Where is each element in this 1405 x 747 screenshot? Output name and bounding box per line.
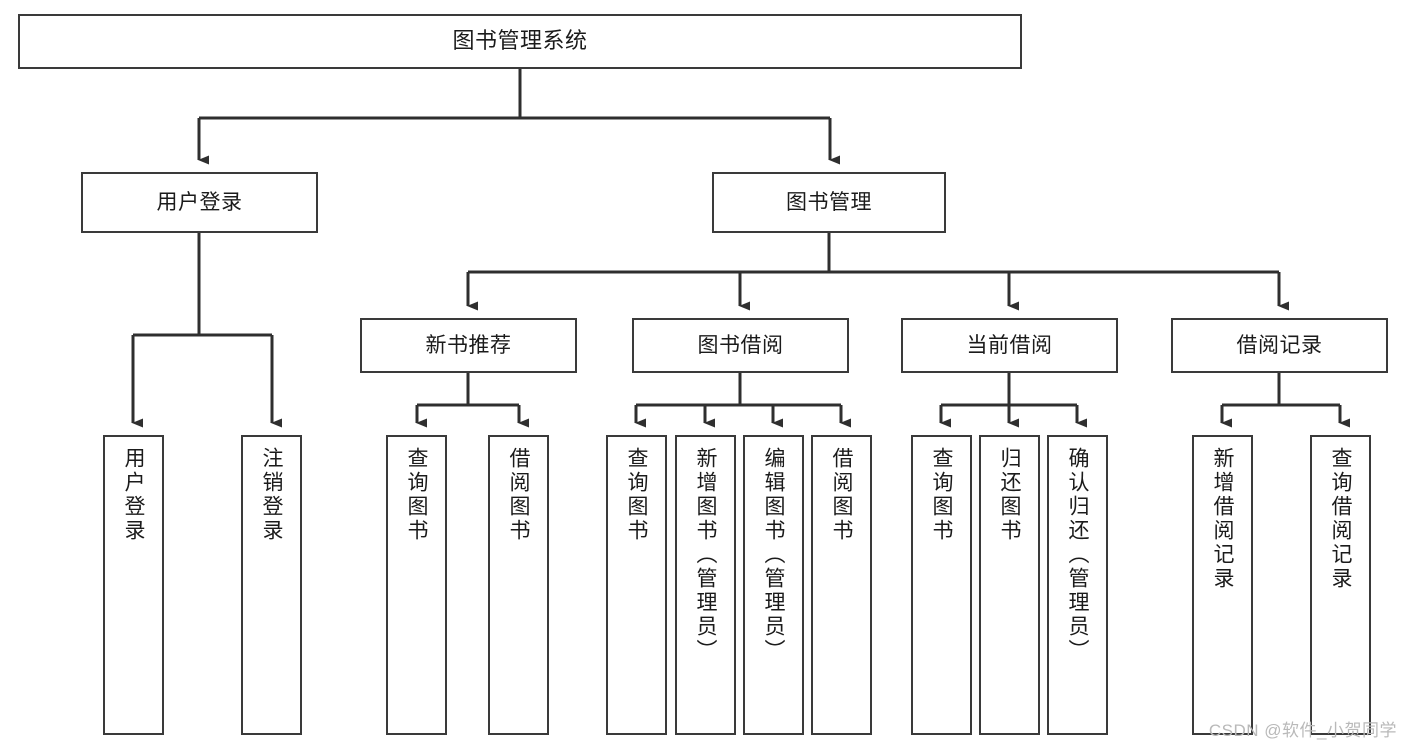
node-leaf-borrow-book-1[interactable]: 借阅图书: [488, 435, 549, 735]
node-label: 新增借阅记录: [1211, 447, 1234, 591]
node-user-login[interactable]: 用户登录: [81, 172, 318, 233]
node-label: 借阅图书: [830, 447, 853, 543]
node-borrow-record[interactable]: 借阅记录: [1171, 318, 1388, 373]
node-label: 确认归还（管理员）: [1066, 447, 1089, 663]
node-leaf-user-logout[interactable]: 注销登录: [241, 435, 302, 735]
node-new-book-recommend[interactable]: 新书推荐: [360, 318, 577, 373]
node-label: 新增图书（管理员）: [694, 447, 717, 663]
node-label: 查询图书: [405, 447, 428, 543]
node-book-borrow[interactable]: 图书借阅: [632, 318, 849, 373]
node-label: 查询图书: [625, 447, 648, 543]
node-leaf-edit-book[interactable]: 编辑图书（管理员）: [743, 435, 804, 735]
node-current-borrow[interactable]: 当前借阅: [901, 318, 1118, 373]
node-label: 图书借阅: [697, 333, 784, 357]
node-label: 编辑图书（管理员）: [762, 447, 785, 663]
node-leaf-confirm-return[interactable]: 确认归还（管理员）: [1047, 435, 1108, 735]
node-book-management-system[interactable]: 图书管理系统: [18, 14, 1022, 69]
node-label: 归还图书: [998, 447, 1021, 543]
node-leaf-add-book[interactable]: 新增图书（管理员）: [675, 435, 736, 735]
node-label: 图书管理系统: [452, 28, 588, 54]
node-label: 查询图书: [930, 447, 953, 543]
node-label: 新书推荐: [425, 333, 512, 357]
node-label: 用户登录: [156, 190, 243, 214]
node-leaf-borrow-book-2[interactable]: 借阅图书: [811, 435, 872, 735]
node-label: 借阅记录: [1236, 333, 1323, 357]
node-label: 查询借阅记录: [1329, 447, 1352, 591]
node-label: 图书管理: [786, 190, 872, 214]
node-leaf-query-book-3[interactable]: 查询图书: [911, 435, 972, 735]
node-leaf-query-record[interactable]: 查询借阅记录: [1310, 435, 1371, 735]
node-leaf-return-book[interactable]: 归还图书: [979, 435, 1040, 735]
node-leaf-query-book-1[interactable]: 查询图书: [386, 435, 447, 735]
node-label: 当前借阅: [966, 333, 1053, 357]
node-leaf-user-login[interactable]: 用户登录: [103, 435, 164, 735]
node-label: 注销登录: [260, 447, 283, 543]
node-book-management[interactable]: 图书管理: [712, 172, 946, 233]
node-label: 借阅图书: [507, 447, 530, 543]
node-label: 用户登录: [122, 447, 145, 543]
csdn-watermark: CSDN @软件_小贺同学: [1208, 721, 1397, 740]
node-leaf-query-book-2[interactable]: 查询图书: [606, 435, 667, 735]
node-leaf-add-record[interactable]: 新增借阅记录: [1192, 435, 1253, 735]
